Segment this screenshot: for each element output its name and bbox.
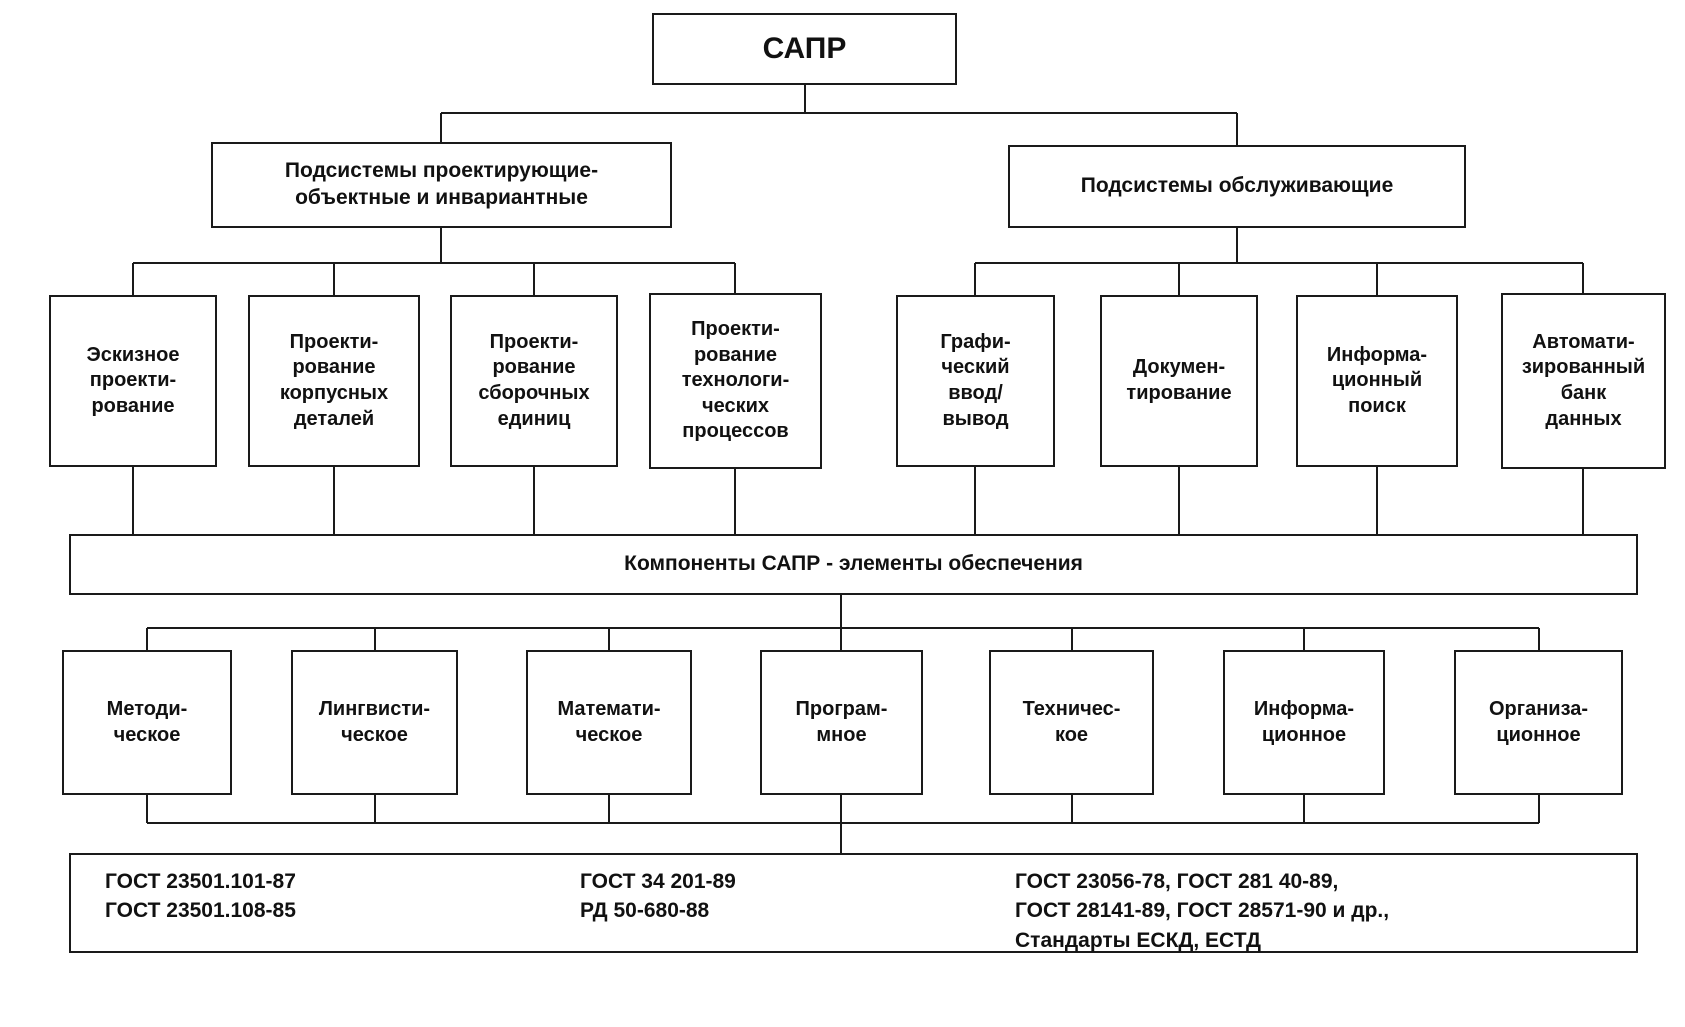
node-service-subsystems: Подсистемы обслуживающие bbox=[1008, 145, 1466, 228]
node-documenting: Докумен- тирование bbox=[1100, 295, 1258, 467]
node-mathematical-support: Математи- ческое bbox=[526, 650, 692, 795]
node-sketch-design-label: Эскизное проекти- рование bbox=[86, 343, 180, 417]
node-methodical-support-label: Методи- ческое bbox=[106, 697, 188, 746]
node-information-support-label: Информа- ционное bbox=[1253, 697, 1355, 746]
node-mathematical-support-label: Математи- ческое bbox=[557, 697, 661, 746]
node-technical-support: Техничес- кое bbox=[989, 650, 1154, 795]
node-organizational-support-label: Организа- ционное bbox=[1488, 697, 1589, 746]
node-software-support: Програм- мное bbox=[760, 650, 923, 795]
node-tech-processes-design: Проекти- рование технологи- ческих проце… bbox=[649, 293, 822, 469]
node-sketch-design: Эскизное проекти- рование bbox=[49, 295, 217, 467]
node-information-search-label: Информа- ционный поиск bbox=[1326, 343, 1428, 417]
node-components-bar-label: Компоненты САПР - элементы обеспечения bbox=[624, 552, 1083, 576]
node-body-parts-design: Проекти- рование корпусных деталей bbox=[248, 295, 420, 467]
node-service-subsystems-label: Подсистемы обслуживающие bbox=[1080, 174, 1394, 198]
node-sapr-root: САПР bbox=[652, 13, 957, 85]
node-components-bar: Компоненты САПР - элементы обеспечения bbox=[69, 534, 1638, 595]
connector-root-to-subsystems bbox=[440, 85, 1238, 145]
node-graphic-io-label: Графи- ческий ввод/ вывод bbox=[940, 330, 1011, 430]
standards-box: ГОСТ 23501.101-87 ГОСТ 23501.108-85 ГОСТ… bbox=[69, 853, 1638, 953]
node-tech-processes-design-label: Проекти- рование технологи- ческих проце… bbox=[681, 318, 790, 443]
node-designing-subsystems: Подсистемы проектирующие- объектные и ин… bbox=[211, 142, 672, 228]
standards-column-3: ГОСТ 23056-78, ГОСТ 281 40-89, ГОСТ 2814… bbox=[1015, 870, 1390, 952]
node-information-search: Информа- ционный поиск bbox=[1296, 295, 1458, 467]
connector-bar-to-components-bus bbox=[146, 595, 1540, 650]
node-body-parts-design-label: Проекти- рование корпусных деталей bbox=[279, 330, 389, 430]
node-designing-subsystems-label: Подсистемы проектирующие- объектные и ин… bbox=[284, 159, 599, 209]
node-documenting-label: Докумен- тирование bbox=[1126, 356, 1232, 404]
connector-level3-to-components-bar bbox=[132, 467, 1584, 534]
connector-components-to-standards-bus bbox=[146, 795, 1540, 853]
node-information-support: Информа- ционное bbox=[1223, 650, 1385, 795]
node-linguistic-support: Лингвисти- ческое bbox=[291, 650, 458, 795]
node-methodical-support: Методи- ческое bbox=[62, 650, 232, 795]
node-sapr-root-label: САПР bbox=[762, 31, 847, 65]
node-software-support-label: Програм- мное bbox=[795, 697, 888, 746]
node-assembly-units-design-label: Проекти- рование сборочных единиц bbox=[478, 330, 590, 430]
node-automated-data-bank-label: Автомати- зированный банк данных bbox=[1521, 330, 1646, 430]
node-automated-data-bank: Автомати- зированный банк данных bbox=[1501, 293, 1666, 469]
node-organizational-support: Организа- ционное bbox=[1454, 650, 1623, 795]
connector-designing-bus bbox=[132, 228, 736, 295]
node-graphic-io: Графи- ческий ввод/ вывод bbox=[896, 295, 1055, 467]
node-assembly-units-design: Проекти- рование сборочных единиц bbox=[450, 295, 618, 467]
standards-column-2: ГОСТ 34 201-89 РД 50-680-88 bbox=[580, 870, 736, 923]
standards-column-1: ГОСТ 23501.101-87 ГОСТ 23501.108-85 bbox=[105, 870, 296, 923]
node-linguistic-support-label: Лингвисти- ческое bbox=[318, 697, 431, 746]
connector-service-bus bbox=[974, 228, 1584, 295]
node-technical-support-label: Техничес- кое bbox=[1022, 697, 1121, 746]
